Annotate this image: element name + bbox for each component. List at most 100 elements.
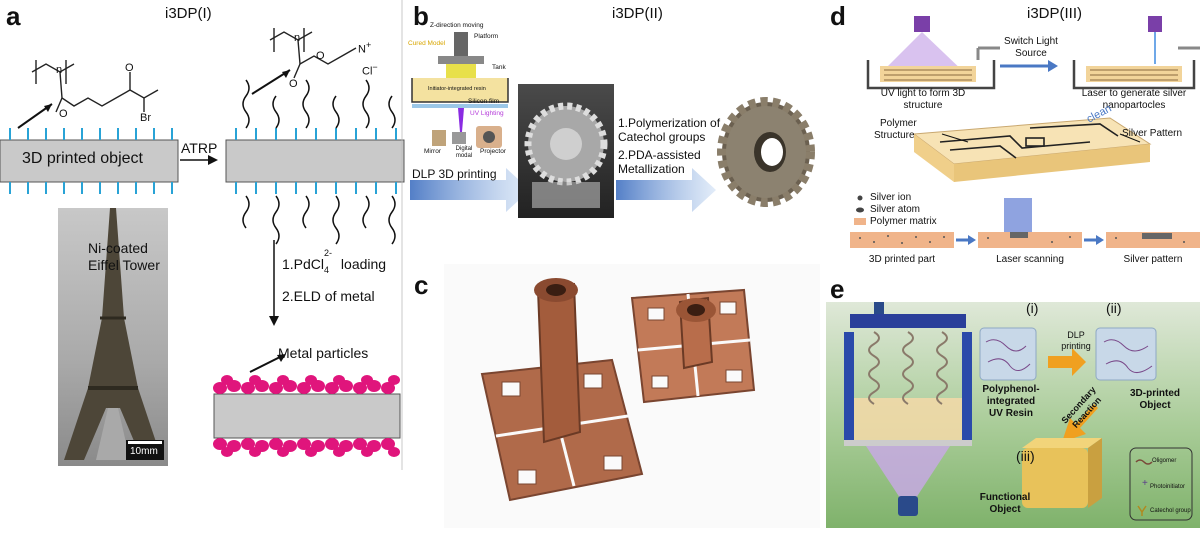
uv-caption: UV light to form 3D structure <box>858 88 988 112</box>
laser-caption: Laser to generate silver nanopartocles <box>1068 88 1200 112</box>
scale-bar <box>128 441 162 444</box>
printer-tank-label: Tank <box>492 64 506 71</box>
step1-tail: loading <box>337 256 387 272</box>
e-resin-line2: integrated <box>986 396 1036 407</box>
polymer-structure-line2: Structure <box>874 130 915 141</box>
panel-a-schematic <box>0 0 405 470</box>
printer-z-label: Z-direction moving <box>430 22 484 29</box>
scale-bar-box <box>126 440 164 460</box>
printer-platform-label: Platform <box>474 33 499 40</box>
polymer-structure-line1: Polymer <box>880 118 917 129</box>
stage-laser-scanning: Laser scanning <box>996 254 1064 265</box>
e-legend-catechol: Catechol group <box>1150 508 1191 514</box>
printer-digital-line2: modal <box>455 153 473 159</box>
legend-silver-ion: Silver ion <box>870 192 912 203</box>
surface-ticks-right <box>235 128 397 194</box>
substrate-left <box>0 139 179 183</box>
panel-e-schematic: + <box>844 302 1193 521</box>
e-resin-caption: Polyphenol- integrated UV Resin <box>968 384 1054 420</box>
b-step1-line2: Catechol groups <box>618 130 706 144</box>
panel-label-c: c <box>414 270 429 300</box>
copper-parts-illustration <box>480 278 756 502</box>
photo-caption-1: Ni-coated <box>88 240 148 256</box>
silver-pattern-label: Silver Pattern <box>1122 128 1183 139</box>
printer-uv-label: UV Lighting <box>470 110 504 117</box>
scale-bar-label: 10mm <box>130 446 158 457</box>
e-functional-line2: Object <box>989 504 1021 515</box>
metallized-gear <box>717 97 815 207</box>
chem-minus: − <box>372 62 378 72</box>
e-resin-line1: Polyphenol- <box>982 384 1040 395</box>
uv-caption-line2: structure <box>903 100 943 111</box>
photo-caption-2: Eiffel Tower <box>88 257 160 273</box>
eiffel-tower-illustration <box>64 208 162 460</box>
printer-cured-label: Cured Model <box>408 40 446 47</box>
metal-pointer <box>249 355 283 373</box>
flow-arrow-b <box>410 168 716 212</box>
silver-pattern-lines <box>939 123 1119 159</box>
chem-n-left: n <box>56 64 63 76</box>
laser-source <box>1148 16 1162 32</box>
polymer-brushes-bottom <box>242 195 396 245</box>
step1-sup: 2- <box>324 248 333 258</box>
initiator-molecule <box>31 60 159 113</box>
chem-plus: + <box>365 40 372 50</box>
e-legend-photoinitiator: Photoinitiator <box>1150 484 1186 490</box>
printer-silicon-label: Silicon film <box>468 98 500 105</box>
printed-gear-illustration <box>524 102 608 208</box>
legend-silver-atom: Silver atom <box>870 204 921 215</box>
step2-label: 2.ELD of metal <box>282 288 375 304</box>
b-step2-line1: 2.PDA-assisted <box>618 148 701 162</box>
printer-projector-label: Projector <box>480 148 507 155</box>
e-dlp-caption: DLP printing <box>1054 330 1098 352</box>
panel-label-d: d <box>830 1 846 31</box>
b-step2-line2: Metallization <box>618 162 685 176</box>
metal-label: Metal particles <box>278 345 369 361</box>
e-dlp-line2: printing <box>1061 341 1091 351</box>
laser-caption-line1: Laser to generate silver <box>1081 88 1187 99</box>
chem-o-left-1: O <box>59 108 68 120</box>
printer-digital-label: Digital modal <box>452 146 476 160</box>
printer-digital-line1: Digital <box>455 146 473 152</box>
e-printed-line1: 3D-printed <box>1130 388 1180 399</box>
b-step1-line1: 1.Polymerization of <box>618 116 721 130</box>
substrate-metal <box>213 393 401 439</box>
polymer-monomer <box>269 28 357 79</box>
panel-label-e: e <box>830 274 845 304</box>
chem-n-plus-text: N <box>358 43 366 56</box>
uv-caption-line1: UV light to form 3D <box>880 88 966 99</box>
step1-text: 1.PdCl <box>282 256 325 272</box>
printer-mirror-label: Mirror <box>424 148 441 155</box>
chem-o-left-2: O <box>125 62 134 74</box>
copper-parts-photo <box>444 264 820 528</box>
uv-source <box>914 16 930 32</box>
laser-caption-line2: nanopartocles <box>1102 100 1166 111</box>
springs <box>868 331 948 405</box>
stage-printed-part: 3D printed part <box>868 254 936 265</box>
e-printed-caption: 3D-printed Object <box>1120 388 1190 412</box>
e-printed-line2: Object <box>1139 400 1171 411</box>
e-step-iii: (iii) <box>1016 448 1035 464</box>
panel-title-a: i3DP(I) <box>165 5 212 22</box>
surface-ticks-left <box>9 128 173 194</box>
panel-d-schematic <box>850 16 1200 248</box>
eiffel-tower-photo <box>58 208 168 466</box>
substrate-right <box>225 139 405 183</box>
e-step-i: (i) <box>1026 300 1039 316</box>
svg-text:+: + <box>1142 478 1148 489</box>
chem-n-plus: N+ <box>358 40 371 56</box>
chem-o-right: O <box>289 78 298 90</box>
step1-sub: 4 <box>324 264 330 275</box>
e-legend-oligomer: Oligomer <box>1152 458 1177 464</box>
e-resin-line3: UV Resin <box>989 408 1033 419</box>
switch-caption: Switch Light Source <box>986 36 1076 60</box>
panel-title-d: i3DP(III) <box>1027 5 1083 22</box>
dlp-label: DLP 3D printing <box>412 167 497 181</box>
panel-label-a: a <box>6 1 21 31</box>
atrp-label: ATRP <box>181 140 218 156</box>
e-functional-line1: Functional <box>979 492 1031 503</box>
object-label: 3D printed object <box>22 150 143 167</box>
chem-cl-text: Cl <box>362 65 373 78</box>
e-functional-caption: Functional Object <box>960 492 1050 516</box>
chem-br: Br <box>140 112 151 124</box>
